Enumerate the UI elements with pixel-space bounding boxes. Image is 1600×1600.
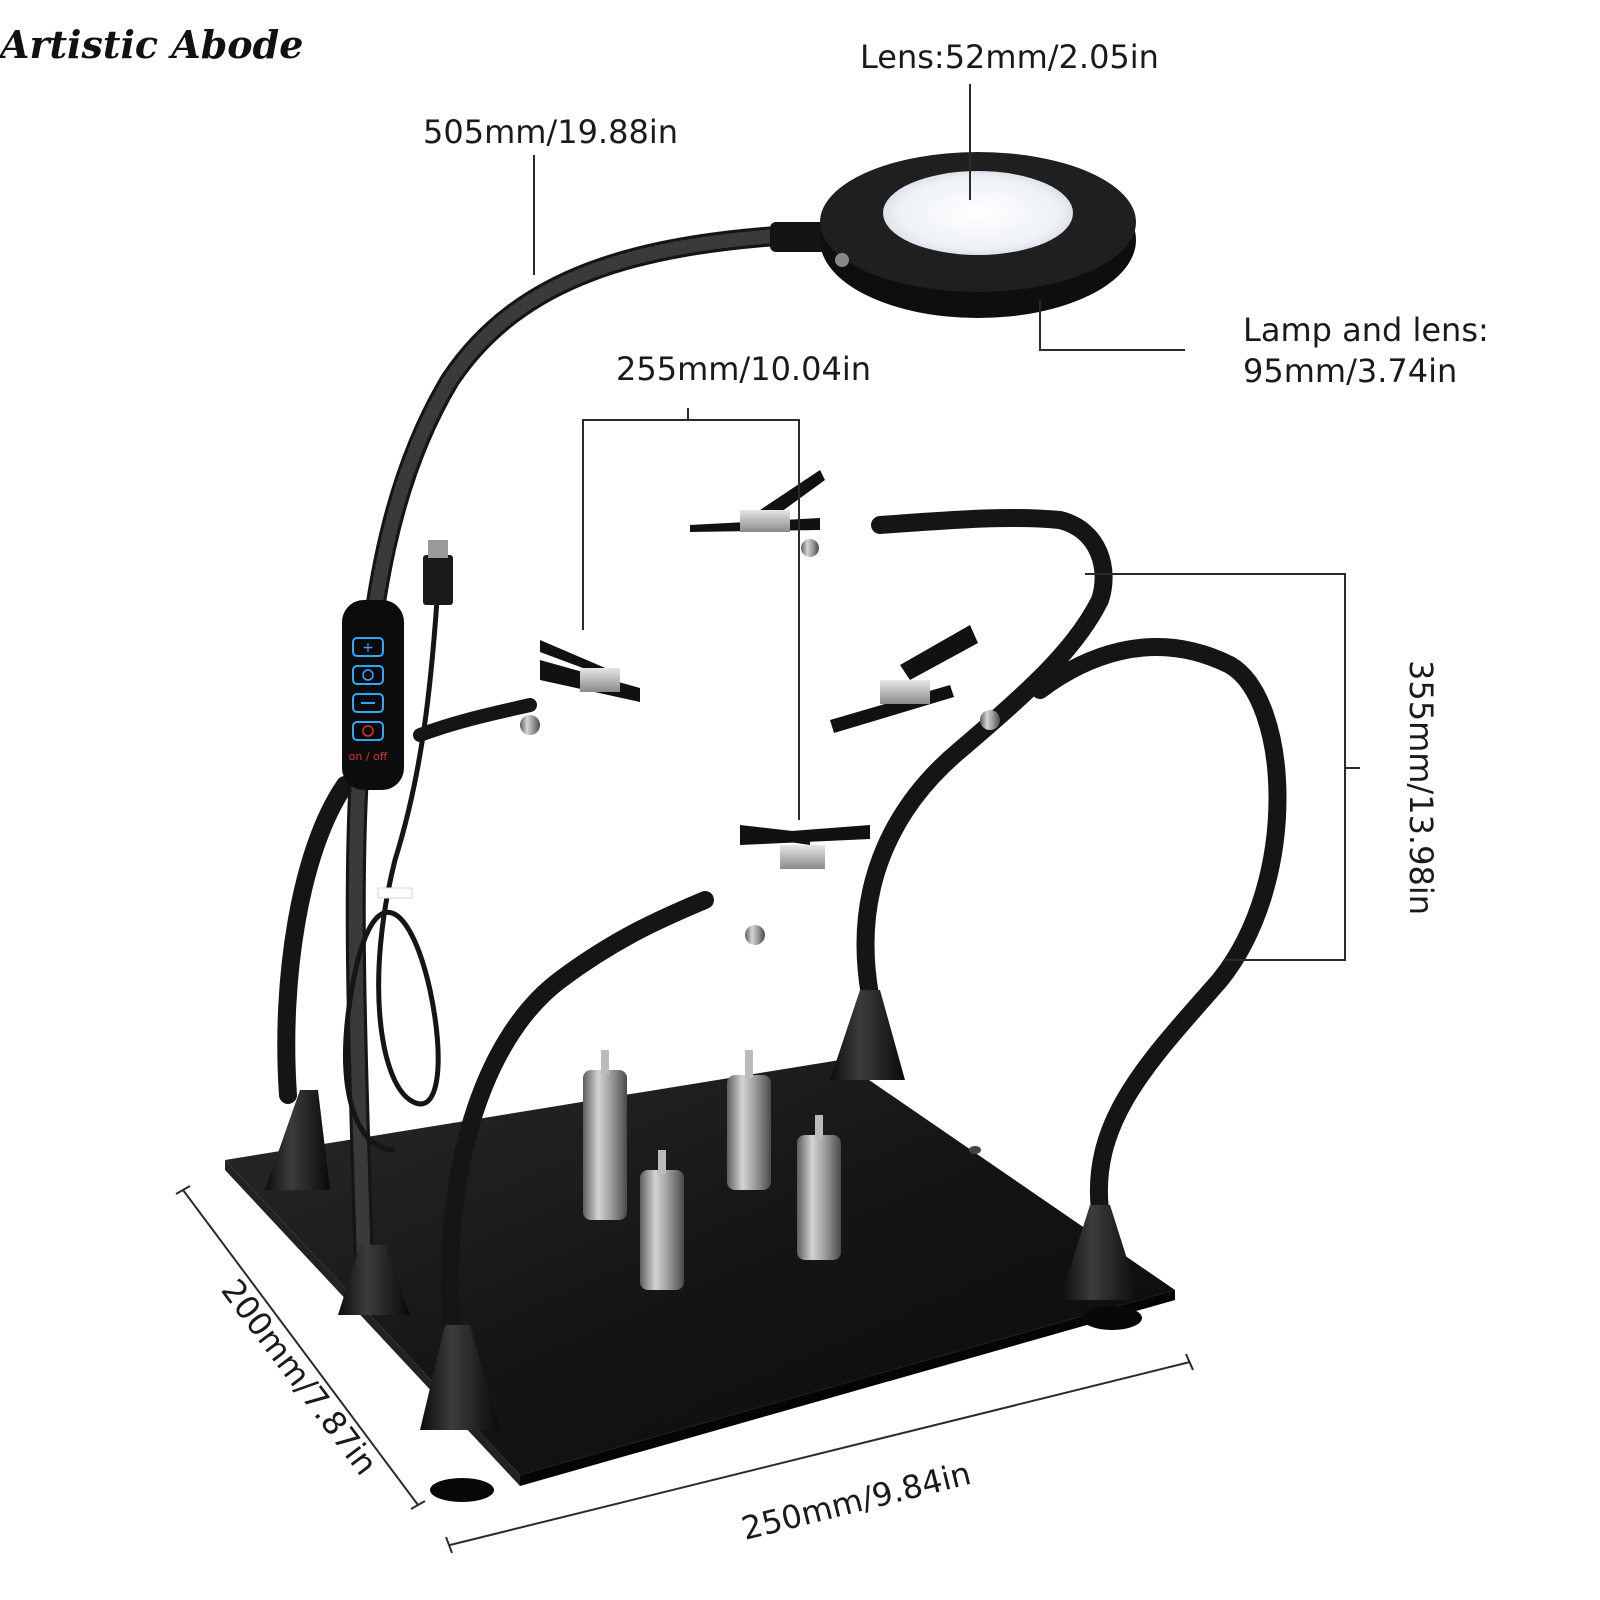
color-cycle-icon[interactable] [352,665,384,685]
arm-cone [265,1090,330,1190]
alligator-clip [830,625,1000,733]
pin [797,1115,841,1260]
pin [727,1050,771,1190]
arm-cone [1060,1205,1140,1300]
gooseneck-length-label: 505mm/19.88in [423,113,678,151]
magnifier-lamp-head [770,152,1136,318]
rubber-foot [1082,1306,1142,1330]
dimension-lines [175,84,1360,1554]
rubber-foot [430,1478,494,1502]
pin [640,1150,684,1290]
alligator-clip [520,640,640,735]
power-label: on / off [349,750,388,763]
lens-size-label: Lens:52mm/2.05in [860,38,1159,76]
base-hole [969,1146,981,1154]
cable-tie [377,887,413,899]
usb-plug [423,555,453,605]
gooseneck-arms [277,225,1287,1344]
magnetic-pins [583,1050,841,1290]
arm-cones [265,990,1140,1430]
brand-logo-text: Artistic Abode [0,22,303,67]
plus-icon[interactable] [352,637,384,657]
lamp-and-lens-label-line2: 95mm/3.74in [1243,352,1457,390]
usb-cable [343,540,453,1153]
lamp-and-lens-label-line1: Lamp and lens: [1243,311,1489,349]
arm-cone [338,1245,410,1315]
svg-text:+: + [362,640,374,656]
pin [583,1050,627,1220]
arm-length-label: 355mm/13.98in [1402,660,1440,915]
base-width-label: 250mm/9.84in [738,1454,975,1548]
inline-controller: + on / off [342,600,404,790]
alligator-clip [690,470,825,557]
power-icon[interactable] [352,721,384,741]
arm-cone [420,1325,500,1430]
alligator-clip [740,825,870,945]
magnifier-lens [883,171,1073,255]
clip-spacing-label: 255mm/10.04in [616,350,871,388]
arm-cone [830,990,905,1080]
